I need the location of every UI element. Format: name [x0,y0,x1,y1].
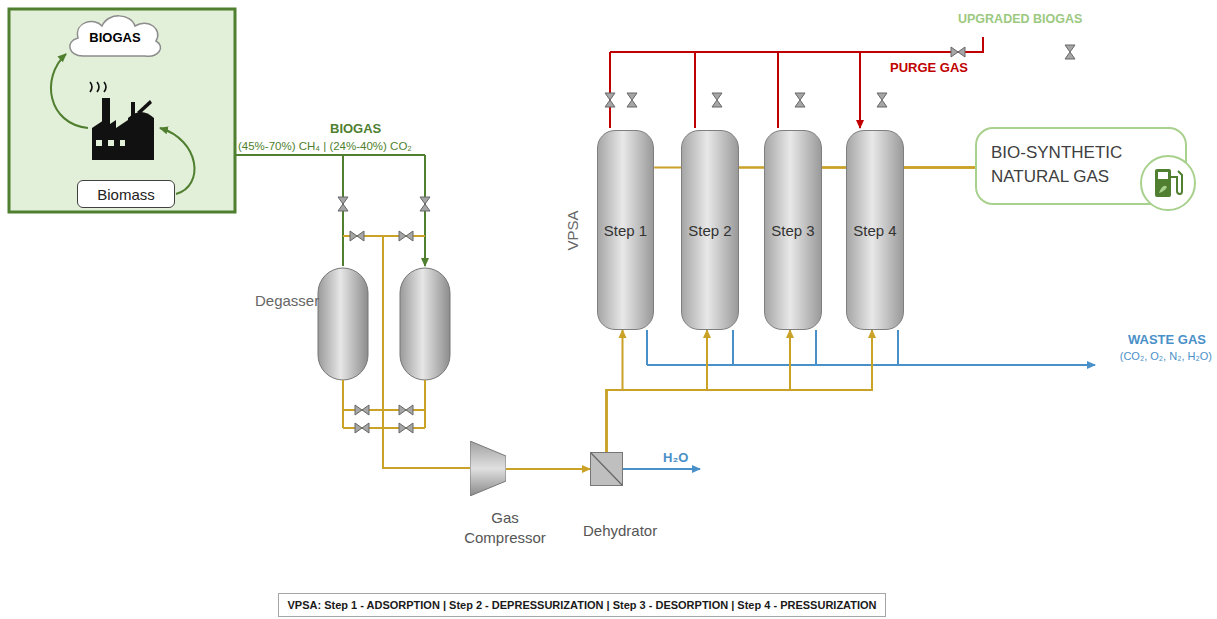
node-text: Step 4 [853,222,896,239]
vpsa-column: Step 3 [764,130,822,330]
node-text: BIOGAS [89,30,140,45]
compressor-outline [470,441,506,496]
vpsa-column: Step 1 [597,130,654,330]
equipment-label: Degasser [255,292,319,309]
node-text: Step 2 [688,222,731,239]
node-text: BIO-SYNTHETIC NATURAL GAS [991,141,1141,189]
input-box: Biomass [77,180,175,208]
stream-label: H₂O [663,450,688,465]
flow-connector [904,167,975,169]
degasser-vessel [318,268,368,380]
cloud-outline [70,16,161,56]
stream-label: WASTE GAS [1128,332,1206,347]
equipment-label: Gas Compressor [460,508,550,548]
vpsa-column: Step 4 [846,130,904,330]
node-text: Step 1 [604,222,647,239]
legend-bar: VPSA: Step 1 - ADSORPTION | Step 2 - DEP… [278,593,885,617]
water-outlet [623,468,700,470]
node-text: Biomass [97,186,155,203]
dehydrator-outline [590,452,623,486]
compressor-symbol: Gas Compressor [470,441,506,496]
legend-text: VPSA: Step 1 - ADSORPTION | Step 2 - DEP… [287,599,876,611]
flow-connector [607,330,873,452]
vpsa-column: Step 2 [681,130,739,330]
node-text: Step 3 [771,222,814,239]
flow-connector [506,468,590,470]
biogas-label: BIOGAS [330,121,381,136]
output-cloud: BIOGAS [63,10,167,60]
waste-pipe [647,330,898,365]
flow-arrow [51,54,88,128]
degasser-vessel [400,268,450,380]
dehydrator-outline [591,453,623,486]
compressor-outline [470,441,506,496]
membrane-line [591,453,622,485]
composition-label: (CO₂, O₂, N₂, H₂O) [1120,350,1212,362]
plant-panel [9,9,235,212]
unit-label: VPSA [564,210,581,250]
purge-pipe [610,37,983,52]
biogas-pipe [235,155,425,266]
dehydrator-symbol: Dehydrator [590,452,623,486]
valve [338,45,1075,433]
purge-pipe [610,52,860,128]
composition-label: (45%-70%) CH₄ | (24%-40%) CO₂ [238,140,412,152]
fuel-pump-icon [1138,153,1198,213]
plant-icon [90,82,154,160]
stream-label: PURGE GAS [890,60,968,75]
stream-label: UPGRADED BIOGAS [958,12,1082,26]
equipment-label: Dehydrator [583,522,657,539]
gas-pipe [343,236,470,468]
